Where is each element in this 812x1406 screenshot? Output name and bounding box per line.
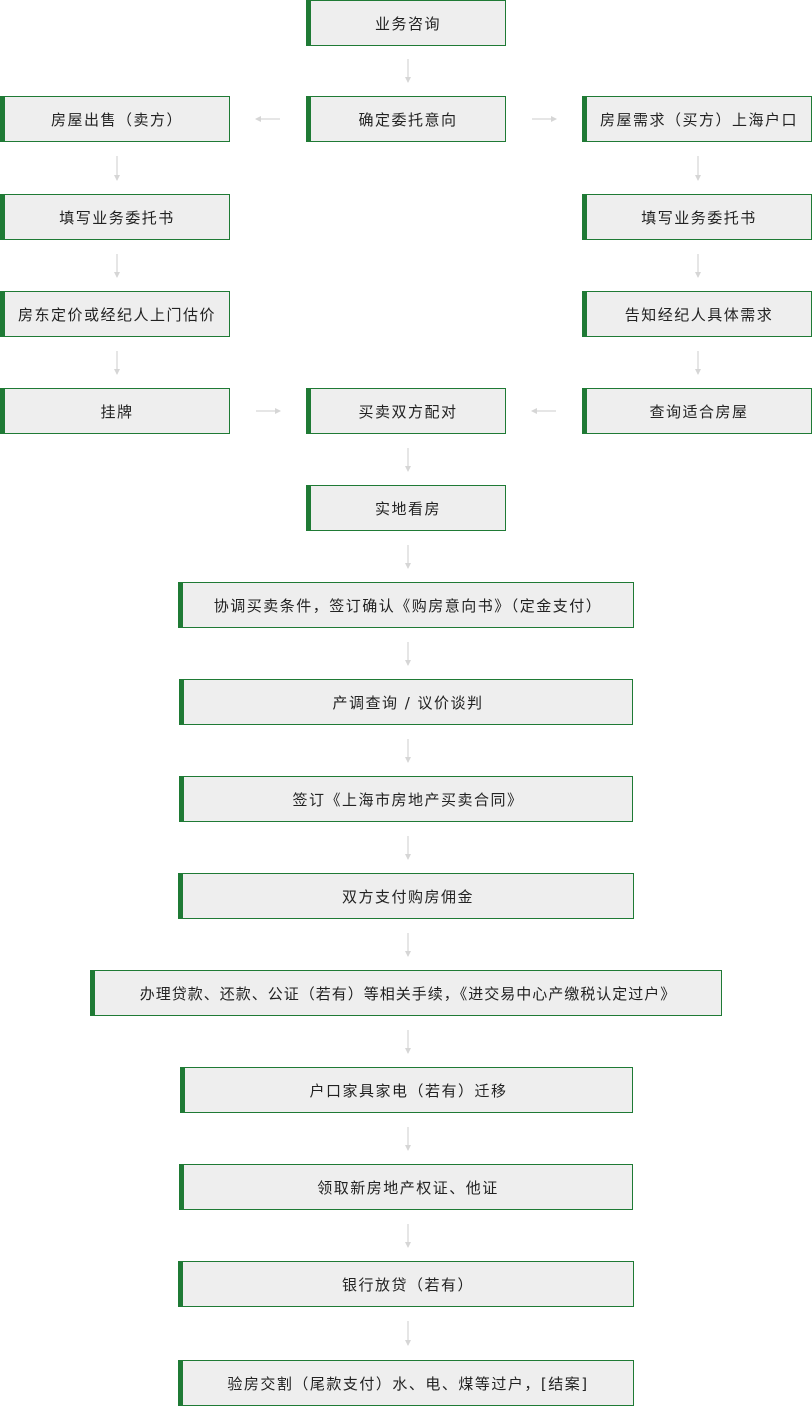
step-disburse: 银行放贷（若有）	[178, 1261, 634, 1307]
step-move: 户口家具家电（若有）迁移	[180, 1067, 633, 1113]
step-seller-sign: 填写业务委托书	[0, 194, 230, 240]
step-listing: 挂牌	[0, 388, 230, 434]
step-consult: 业务咨询	[306, 0, 506, 46]
step-seller: 房屋出售（卖方）	[0, 96, 230, 142]
step-handover: 验房交割（尾款支付）水、电、煤等过户，[结案]	[178, 1360, 634, 1406]
step-find: 查询适合房屋	[582, 388, 812, 434]
step-confirm: 确定委托意向	[306, 96, 506, 142]
step-buyer: 房屋需求（买方）上海户口	[582, 96, 812, 142]
step-buyer-needs: 告知经纪人具体需求	[582, 291, 812, 337]
step-loan: 办理贷款、还款、公证（若有）等相关手续，《进交易中心产缴税认定过户》	[90, 970, 722, 1016]
step-contract: 签订《上海市房地产买卖合同》	[179, 776, 633, 822]
step-negotiate: 协调买卖条件，签订确认《购房意向书》（定金支付）	[178, 582, 634, 628]
step-buyer-sign: 填写业务委托书	[582, 194, 812, 240]
step-certificate: 领取新房地产权证、他证	[179, 1164, 633, 1210]
step-inquiry: 产调查询 / 议价谈判	[179, 679, 633, 725]
step-match: 买卖双方配对	[306, 388, 506, 434]
step-pricing: 房东定价或经纪人上门估价	[0, 291, 230, 337]
step-viewing: 实地看房	[306, 485, 506, 531]
step-commission: 双方支付购房佣金	[178, 873, 634, 919]
